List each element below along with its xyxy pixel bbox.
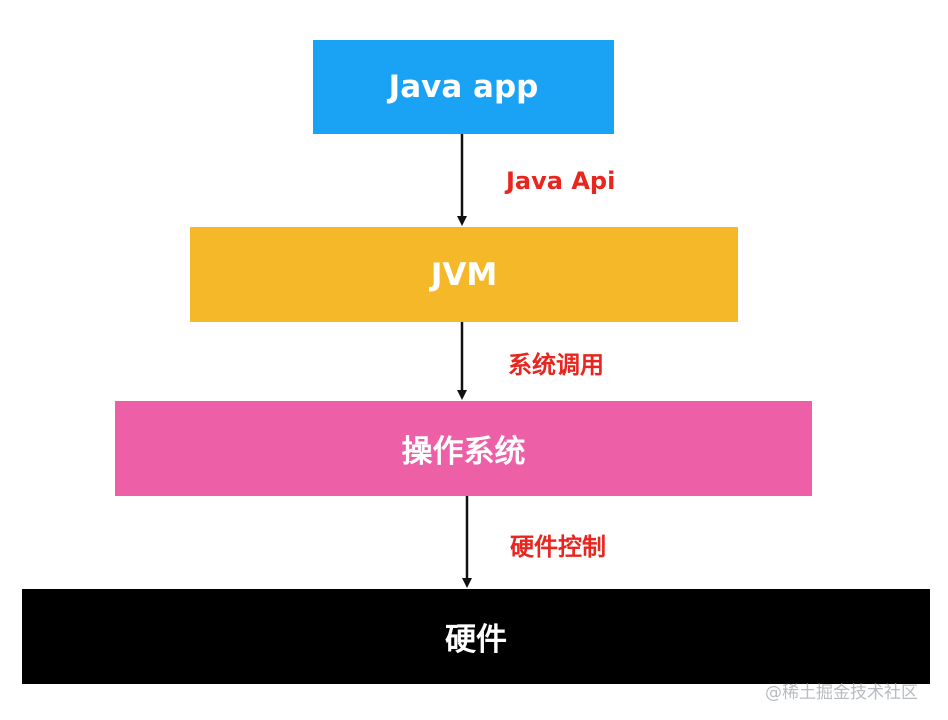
hardware-control-edge-label: 硬件控制	[510, 533, 606, 561]
hardware-label: 硬件	[445, 622, 507, 658]
jvm-box: JVM	[190, 227, 738, 322]
hardware-box: 硬件	[22, 589, 930, 684]
java-api-edge-label: Java Api	[506, 167, 616, 195]
watermark-text: @稀土掘金技术社区	[765, 683, 918, 703]
operating-system-box: 操作系统	[115, 401, 812, 496]
system-call-edge-label: 系统调用	[508, 351, 604, 379]
operating-system-label: 操作系统	[401, 434, 526, 470]
java-app-box: Java app	[313, 40, 614, 134]
jvm-label: JVM	[430, 256, 498, 293]
java-app-label: Java app	[388, 69, 539, 105]
